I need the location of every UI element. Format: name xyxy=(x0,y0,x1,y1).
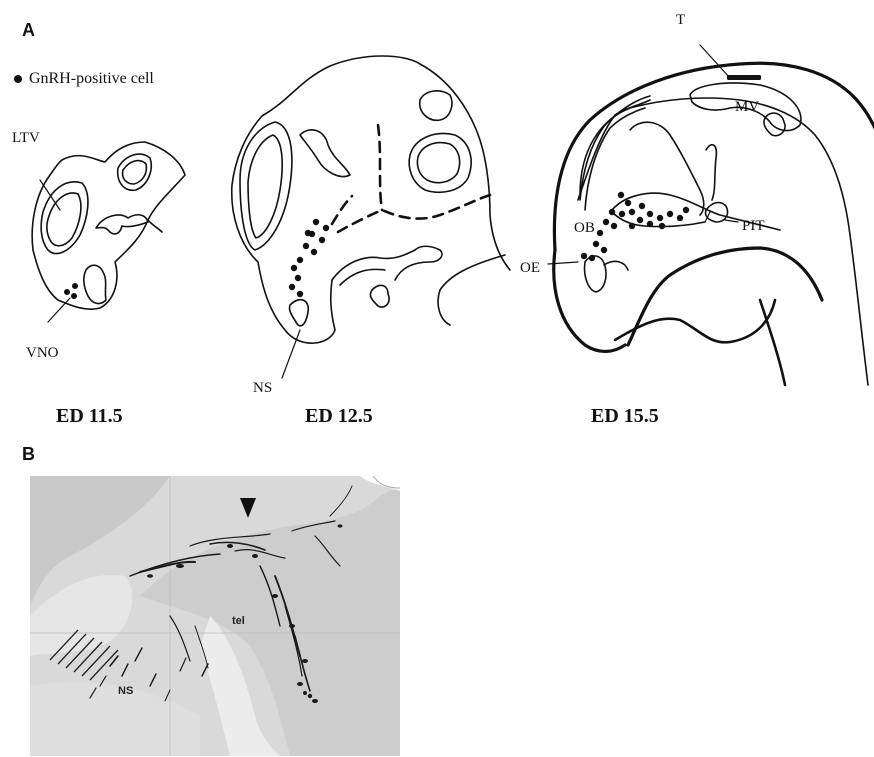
panel-a-diagrams: LTV VNO NS T MV OB PIT OE xyxy=(0,0,874,470)
embryo-ed115 xyxy=(32,142,185,322)
panel-b-letter: B xyxy=(22,444,35,465)
label-ns: NS xyxy=(253,380,272,396)
label-oe: OE xyxy=(520,260,540,276)
label-t: T xyxy=(676,12,685,28)
label-ob: OB xyxy=(574,220,595,236)
gnrh-cells-ed125 xyxy=(289,219,329,297)
gnrh-cells-ed115 xyxy=(64,283,78,299)
micrograph-panel-b: tel NS xyxy=(30,476,400,756)
label-vno: VNO xyxy=(26,345,59,361)
micro-label-ns: NS xyxy=(118,685,133,697)
embryo-ed155 xyxy=(548,45,874,385)
stage-ed125: ED 12.5 xyxy=(305,405,373,428)
gnrh-cells-ed155 xyxy=(581,75,761,261)
label-mv: MV xyxy=(735,99,759,115)
label-ltv: LTV xyxy=(12,130,40,146)
stage-ed115: ED 11.5 xyxy=(56,405,123,428)
micro-label-tel: tel xyxy=(232,615,245,627)
embryo-ed125 xyxy=(232,56,510,378)
embryo-ed125-boundary xyxy=(332,125,490,232)
micrograph-image: tel NS xyxy=(30,476,400,756)
label-pit: PIT xyxy=(742,218,765,234)
stage-ed155: ED 15.5 xyxy=(591,405,659,428)
